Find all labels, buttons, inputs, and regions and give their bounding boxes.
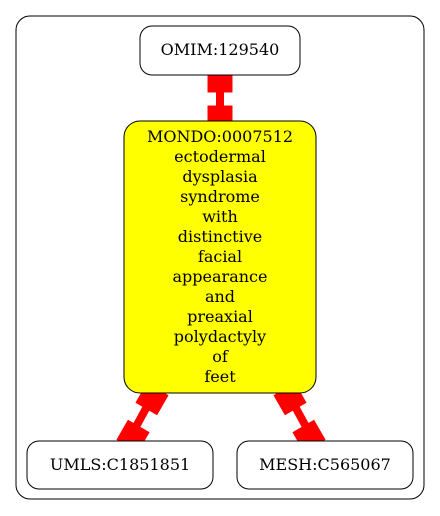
node-mondo-line: syndrome — [180, 187, 260, 206]
node-mondo[interactable]: MONDO:0007512 ectodermal dysplasia syndr… — [123, 120, 317, 394]
node-mondo-line: and — [205, 287, 235, 306]
node-mondo-line: preaxial — [187, 307, 253, 326]
node-umls-label: UMLS:C1851851 — [50, 455, 190, 474]
node-mondo-box — [123, 120, 317, 394]
node-mesh-label: MESH:C565067 — [259, 455, 391, 474]
node-omim-box — [139, 25, 301, 76]
node-mondo-line: facial — [198, 247, 242, 266]
node-omim[interactable]: OMIM:129540 — [139, 25, 301, 76]
node-mondo-line: MONDO:0007512 — [147, 127, 293, 146]
node-umls-box — [26, 440, 214, 490]
node-mesh[interactable]: MESH:C565067 — [236, 440, 414, 490]
node-mondo-line: with — [202, 207, 238, 226]
node-umls[interactable]: UMLS:C1851851 — [26, 440, 214, 490]
node-mondo-line: ectodermal — [174, 147, 266, 166]
node-mondo-line: distinctive — [178, 227, 262, 246]
node-mondo-line: appearance — [173, 267, 268, 286]
node-mesh-box — [236, 440, 414, 490]
node-mondo-line: feet — [204, 367, 236, 386]
node-mondo-line: dysplasia — [182, 167, 258, 186]
node-mondo-line: polydactyly — [174, 327, 266, 346]
node-mondo-line: of — [212, 347, 229, 366]
node-omim-label: OMIM:129540 — [161, 40, 280, 59]
